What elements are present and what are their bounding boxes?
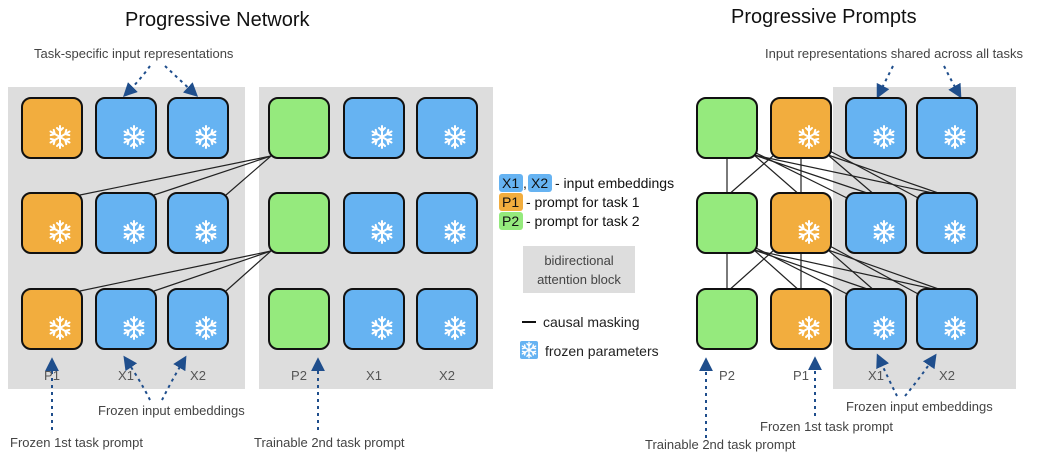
right-box-r2-c2 <box>770 192 832 254</box>
left-col-label-3: X2 <box>190 368 206 383</box>
right-box-r1-c1 <box>696 97 758 159</box>
left-frozen-input-label: Frozen input embeddings <box>98 403 245 418</box>
right-box-r1-c3 <box>845 97 907 159</box>
left-col-label-5: X1 <box>366 368 382 383</box>
right-title: Progressive Prompts <box>731 6 917 28</box>
legend-x2: X2 <box>531 175 548 191</box>
legend-frozen: frozen parameters <box>545 343 659 359</box>
left-box-r2-c4 <box>268 192 330 254</box>
legend-x1-swatch <box>499 174 523 192</box>
right-box-r2-c4 <box>916 192 978 254</box>
legend-p2: P2 <box>502 213 519 229</box>
right-box-r1-c2 <box>770 97 832 159</box>
legend-block-line2: attention block <box>537 272 621 287</box>
legend-p1: P1 <box>502 194 519 210</box>
left-col-label-4: P2 <box>291 368 307 383</box>
left-col-label-2: X1 <box>118 368 134 383</box>
token-boxes <box>21 97 978 350</box>
left-box-r2-c2 <box>95 192 157 254</box>
arrow-left-top-2 <box>164 65 199 97</box>
left-frozen-prompt-label: Frozen 1st task prompt <box>10 435 143 450</box>
left-box-r2-c5 <box>343 192 405 254</box>
right-col-label-3: X1 <box>868 368 884 383</box>
arrow-left-frozen-x1 <box>123 355 151 401</box>
left-box-r1-c4 <box>268 97 330 159</box>
left-box-r1-c1 <box>21 97 83 159</box>
right-trainable-prompt-label: Trainable 2nd task prompt <box>645 437 796 452</box>
annotation-arrows <box>45 65 962 438</box>
legend-block-swatch <box>523 246 635 293</box>
right-frozen-prompt-label: Frozen 1st task prompt <box>760 419 893 434</box>
right-box-r2-c3 <box>845 192 907 254</box>
arrow-right-frozen-x1 <box>876 353 898 397</box>
right-top-annotation: Input representations shared across all … <box>765 46 1023 61</box>
left-box-r3-c5 <box>343 288 405 350</box>
snowflake-icon <box>520 341 538 359</box>
arrow-left-frozen-x2 <box>161 355 187 401</box>
left-col-label-1: P1 <box>44 368 60 383</box>
attention-lines <box>79 149 948 296</box>
legend-causal: causal masking <box>543 314 640 330</box>
right-col-label-2: P1 <box>793 368 809 383</box>
left-title: Progressive Network <box>125 9 311 31</box>
left-box-r2-c1 <box>21 192 83 254</box>
right-col-label-4: X2 <box>939 368 955 383</box>
left-box-r3-c4 <box>268 288 330 350</box>
right-box-r2-c1 <box>696 192 758 254</box>
right-col-label-1: P2 <box>719 368 735 383</box>
legend-input-text: - input embeddings <box>555 175 674 191</box>
left-trainable-prompt-label: Trainable 2nd task prompt <box>254 435 405 450</box>
left-box-r2-c3 <box>167 192 229 254</box>
right-frozen-input-label: Frozen input embeddings <box>846 399 993 414</box>
left-box-r3-c1 <box>21 288 83 350</box>
arrow-right-top-1 <box>876 65 894 99</box>
right-box-r3-c1 <box>696 288 758 350</box>
legend-p1-swatch <box>499 193 523 211</box>
left-box-r1-c5 <box>343 97 405 159</box>
right-box-r1-c4 <box>916 97 978 159</box>
legend-p2-swatch <box>499 212 523 230</box>
left-box-r2-c6 <box>416 192 478 254</box>
right-box-r3-c3 <box>845 288 907 350</box>
left-col-label-6: X2 <box>439 368 455 383</box>
legend-block-line1: bidirectional <box>544 253 613 268</box>
legend-x1: X1 <box>502 175 519 191</box>
svg-text:,: , <box>523 175 527 191</box>
left-box-r1-c3 <box>167 97 229 159</box>
arrow-right-top-2 <box>943 65 962 99</box>
left-box-r3-c6 <box>416 288 478 350</box>
left-box-r1-c6 <box>416 97 478 159</box>
left-box-r1-c2 <box>95 97 157 159</box>
legend-p2-text: - prompt for task 2 <box>526 213 640 229</box>
left-box-r3-c2 <box>95 288 157 350</box>
legend-p1-text: - prompt for task 1 <box>526 194 640 210</box>
legend: X1 , X2 - input embeddings P1 - prompt f… <box>499 174 674 359</box>
legend-x2-swatch <box>528 174 552 192</box>
right-box-r3-c2 <box>770 288 832 350</box>
column-labels: P1 X1 X2 P2 X1 X2 P2 P1 X1 X2 <box>44 368 955 383</box>
left-box-r3-c3 <box>167 288 229 350</box>
right-box-r3-c4 <box>916 288 978 350</box>
left-top-annotation: Task-specific input representations <box>34 46 234 61</box>
